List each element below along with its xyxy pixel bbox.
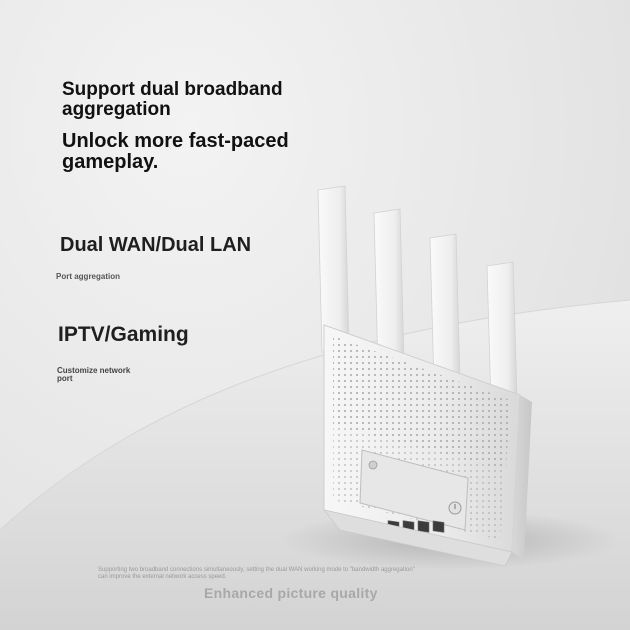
feature-subtitle-port-aggregation: Port aggregation (56, 272, 121, 281)
antenna-3 (429, 233, 461, 385)
headline-line-1: Support dual broadband aggregation (62, 79, 283, 120)
antenna-1 (317, 185, 350, 353)
router-side (512, 395, 532, 560)
reset-button (368, 460, 378, 470)
feature-title-iptv-gaming: IPTV/Gaming (58, 323, 189, 346)
feature-subtitle-customize-port: Customize network port (57, 366, 131, 383)
footer-tagline: Enhanced picture quality (204, 585, 378, 601)
vent-grille (333, 336, 510, 470)
feature-title-dual-wan: Dual WAN/Dual LAN (60, 234, 252, 256)
antennas (317, 185, 518, 403)
antenna-4 (486, 261, 518, 403)
footer-description: Supporting two broadband connections sim… (98, 567, 415, 580)
port-panel (359, 449, 469, 531)
headline-line-2: Unlock more fast-paced gameplay. (62, 130, 289, 173)
